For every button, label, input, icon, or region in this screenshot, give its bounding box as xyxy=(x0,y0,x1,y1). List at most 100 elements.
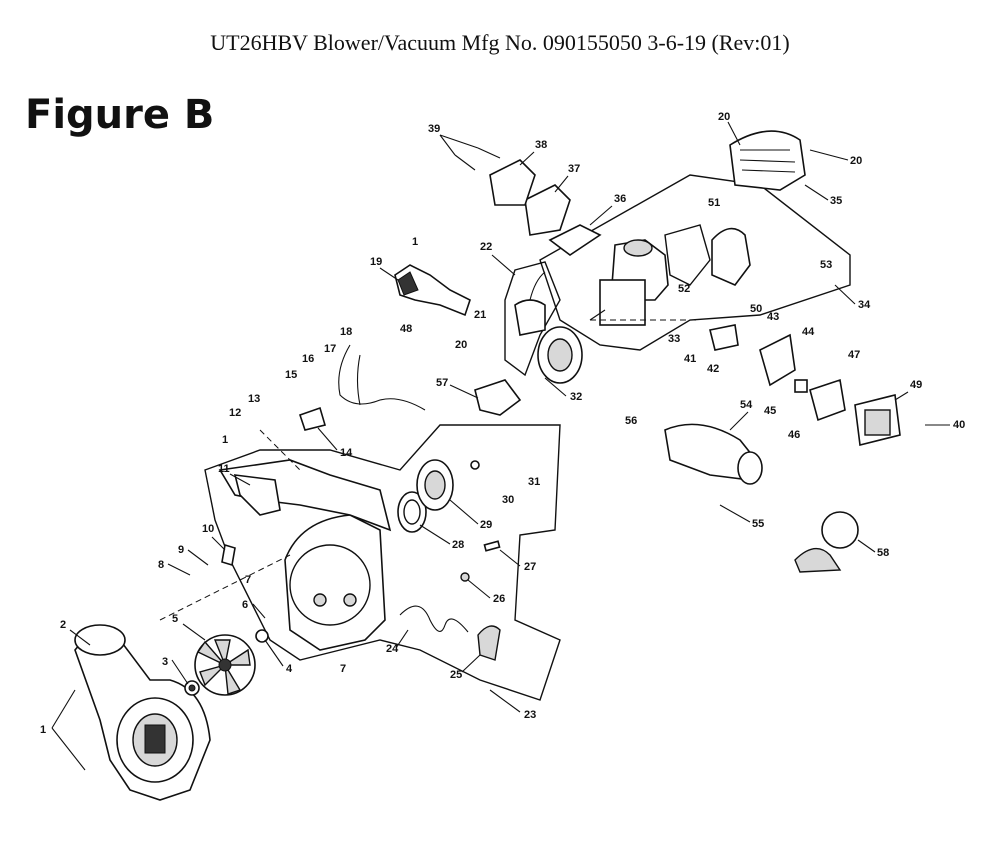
callout-9: 9 xyxy=(178,544,184,556)
callout-53: 53 xyxy=(820,259,832,271)
starter-rope xyxy=(399,605,469,633)
engine-cylinder xyxy=(589,239,669,326)
callout-4: 4 xyxy=(286,663,293,675)
air-filter-49 xyxy=(854,394,901,446)
callout-29: 29 xyxy=(480,519,492,531)
callout-20: 20 xyxy=(455,339,467,351)
callout-2: 2 xyxy=(60,619,66,631)
callout-1: 1 xyxy=(412,236,418,248)
switch xyxy=(298,406,327,431)
callout-33: 33 xyxy=(668,333,680,345)
callout-35: 35 xyxy=(830,195,842,207)
callout-34: 34 xyxy=(858,299,871,311)
screw-26 xyxy=(460,572,470,582)
callout-24: 24 xyxy=(386,643,399,655)
spring-clip xyxy=(483,540,501,552)
callout-46: 46 xyxy=(788,429,800,441)
dashed-guide-1 xyxy=(159,554,291,621)
callout-41: 41 xyxy=(684,353,696,365)
wire-harness xyxy=(338,344,426,411)
pawl xyxy=(470,460,480,470)
callout-48: 48 xyxy=(400,323,412,335)
callout-12: 12 xyxy=(229,407,241,419)
callout-47: 47 xyxy=(848,349,860,361)
cover-52 xyxy=(711,227,751,286)
callout-28: 28 xyxy=(452,539,464,551)
callout-10: 10 xyxy=(202,523,214,535)
callout-30: 30 xyxy=(502,494,514,506)
gasket-45 xyxy=(794,379,808,393)
vacuum-tube-54 xyxy=(664,423,763,485)
callout-36: 36 xyxy=(614,193,626,205)
starter-handle xyxy=(477,625,501,661)
callout-31: 31 xyxy=(528,476,540,488)
callout-51: 51 xyxy=(708,197,720,209)
callout-13: 13 xyxy=(248,393,260,405)
leader-lines xyxy=(51,121,950,771)
muffler-cover-38 xyxy=(489,159,536,206)
engine-cover-35 xyxy=(729,130,806,191)
group-outline-34 xyxy=(539,174,851,351)
callout-42: 42 xyxy=(707,363,719,375)
heat-shield-36 xyxy=(548,224,602,256)
callout-45: 45 xyxy=(764,405,776,417)
blower-housing xyxy=(74,624,211,801)
callout-17: 17 xyxy=(324,343,336,355)
callout-23: 23 xyxy=(524,709,536,721)
callout-43: 43 xyxy=(767,311,779,323)
callout-1: 1 xyxy=(40,724,46,736)
cover-57 xyxy=(474,379,522,416)
callout-39: 39 xyxy=(428,123,440,135)
callout-22: 22 xyxy=(480,241,492,253)
callout-37: 37 xyxy=(568,163,580,175)
callout-20: 20 xyxy=(718,111,730,123)
callout-55: 55 xyxy=(752,518,764,530)
callout-1: 1 xyxy=(222,434,228,446)
callout-7: 7 xyxy=(340,663,346,675)
callout-40: 40 xyxy=(953,419,965,431)
carburetor-46 xyxy=(809,378,846,422)
throttle-trigger xyxy=(233,474,281,516)
callout-3: 3 xyxy=(162,656,168,668)
screws-39 xyxy=(454,147,501,171)
callout-25: 25 xyxy=(450,669,462,681)
figure-label: Figure B xyxy=(25,92,215,138)
callout-38: 38 xyxy=(535,139,547,151)
intake-41 xyxy=(709,324,739,351)
latch xyxy=(221,543,236,567)
callout-27: 27 xyxy=(524,561,536,573)
fan-nut xyxy=(184,680,200,696)
callout-20: 20 xyxy=(850,155,862,167)
callout-5: 5 xyxy=(172,613,178,625)
callout-15: 15 xyxy=(285,369,297,381)
callout-32: 32 xyxy=(570,391,582,403)
ignition-coil xyxy=(514,271,546,336)
callout-57: 57 xyxy=(436,377,448,389)
callout-16: 16 xyxy=(302,353,314,365)
callout-19: 19 xyxy=(370,256,382,268)
muffler-37 xyxy=(524,184,571,236)
collection-bag-58 xyxy=(794,511,859,573)
callout-58: 58 xyxy=(877,547,889,559)
callout-14: 14 xyxy=(340,447,353,459)
callout-21: 21 xyxy=(474,309,486,321)
handle-assembly xyxy=(394,264,471,317)
recoil-pulley xyxy=(416,459,454,511)
callout-26: 26 xyxy=(493,593,505,605)
callout-11: 11 xyxy=(218,463,230,475)
callout-8: 8 xyxy=(158,559,164,571)
insulator-44 xyxy=(759,333,796,387)
fan-impeller xyxy=(194,634,256,696)
washer xyxy=(255,629,269,643)
callout-7: 7 xyxy=(245,574,251,586)
callout-50: 50 xyxy=(750,303,762,315)
callout-56: 56 xyxy=(625,415,637,427)
document-title: UT26HBV Blower/Vacuum Mfg No. 090155050 … xyxy=(210,30,790,55)
group-outline-22 xyxy=(504,261,561,377)
wire-18 xyxy=(356,354,361,406)
callout-18: 18 xyxy=(340,326,352,338)
callout-numbers: 1 1 1 2 3 4 5 6 7 7 8 9 10 11 12 13 14 1… xyxy=(40,111,965,736)
flywheel xyxy=(537,326,583,384)
callout-44: 44 xyxy=(802,326,815,338)
